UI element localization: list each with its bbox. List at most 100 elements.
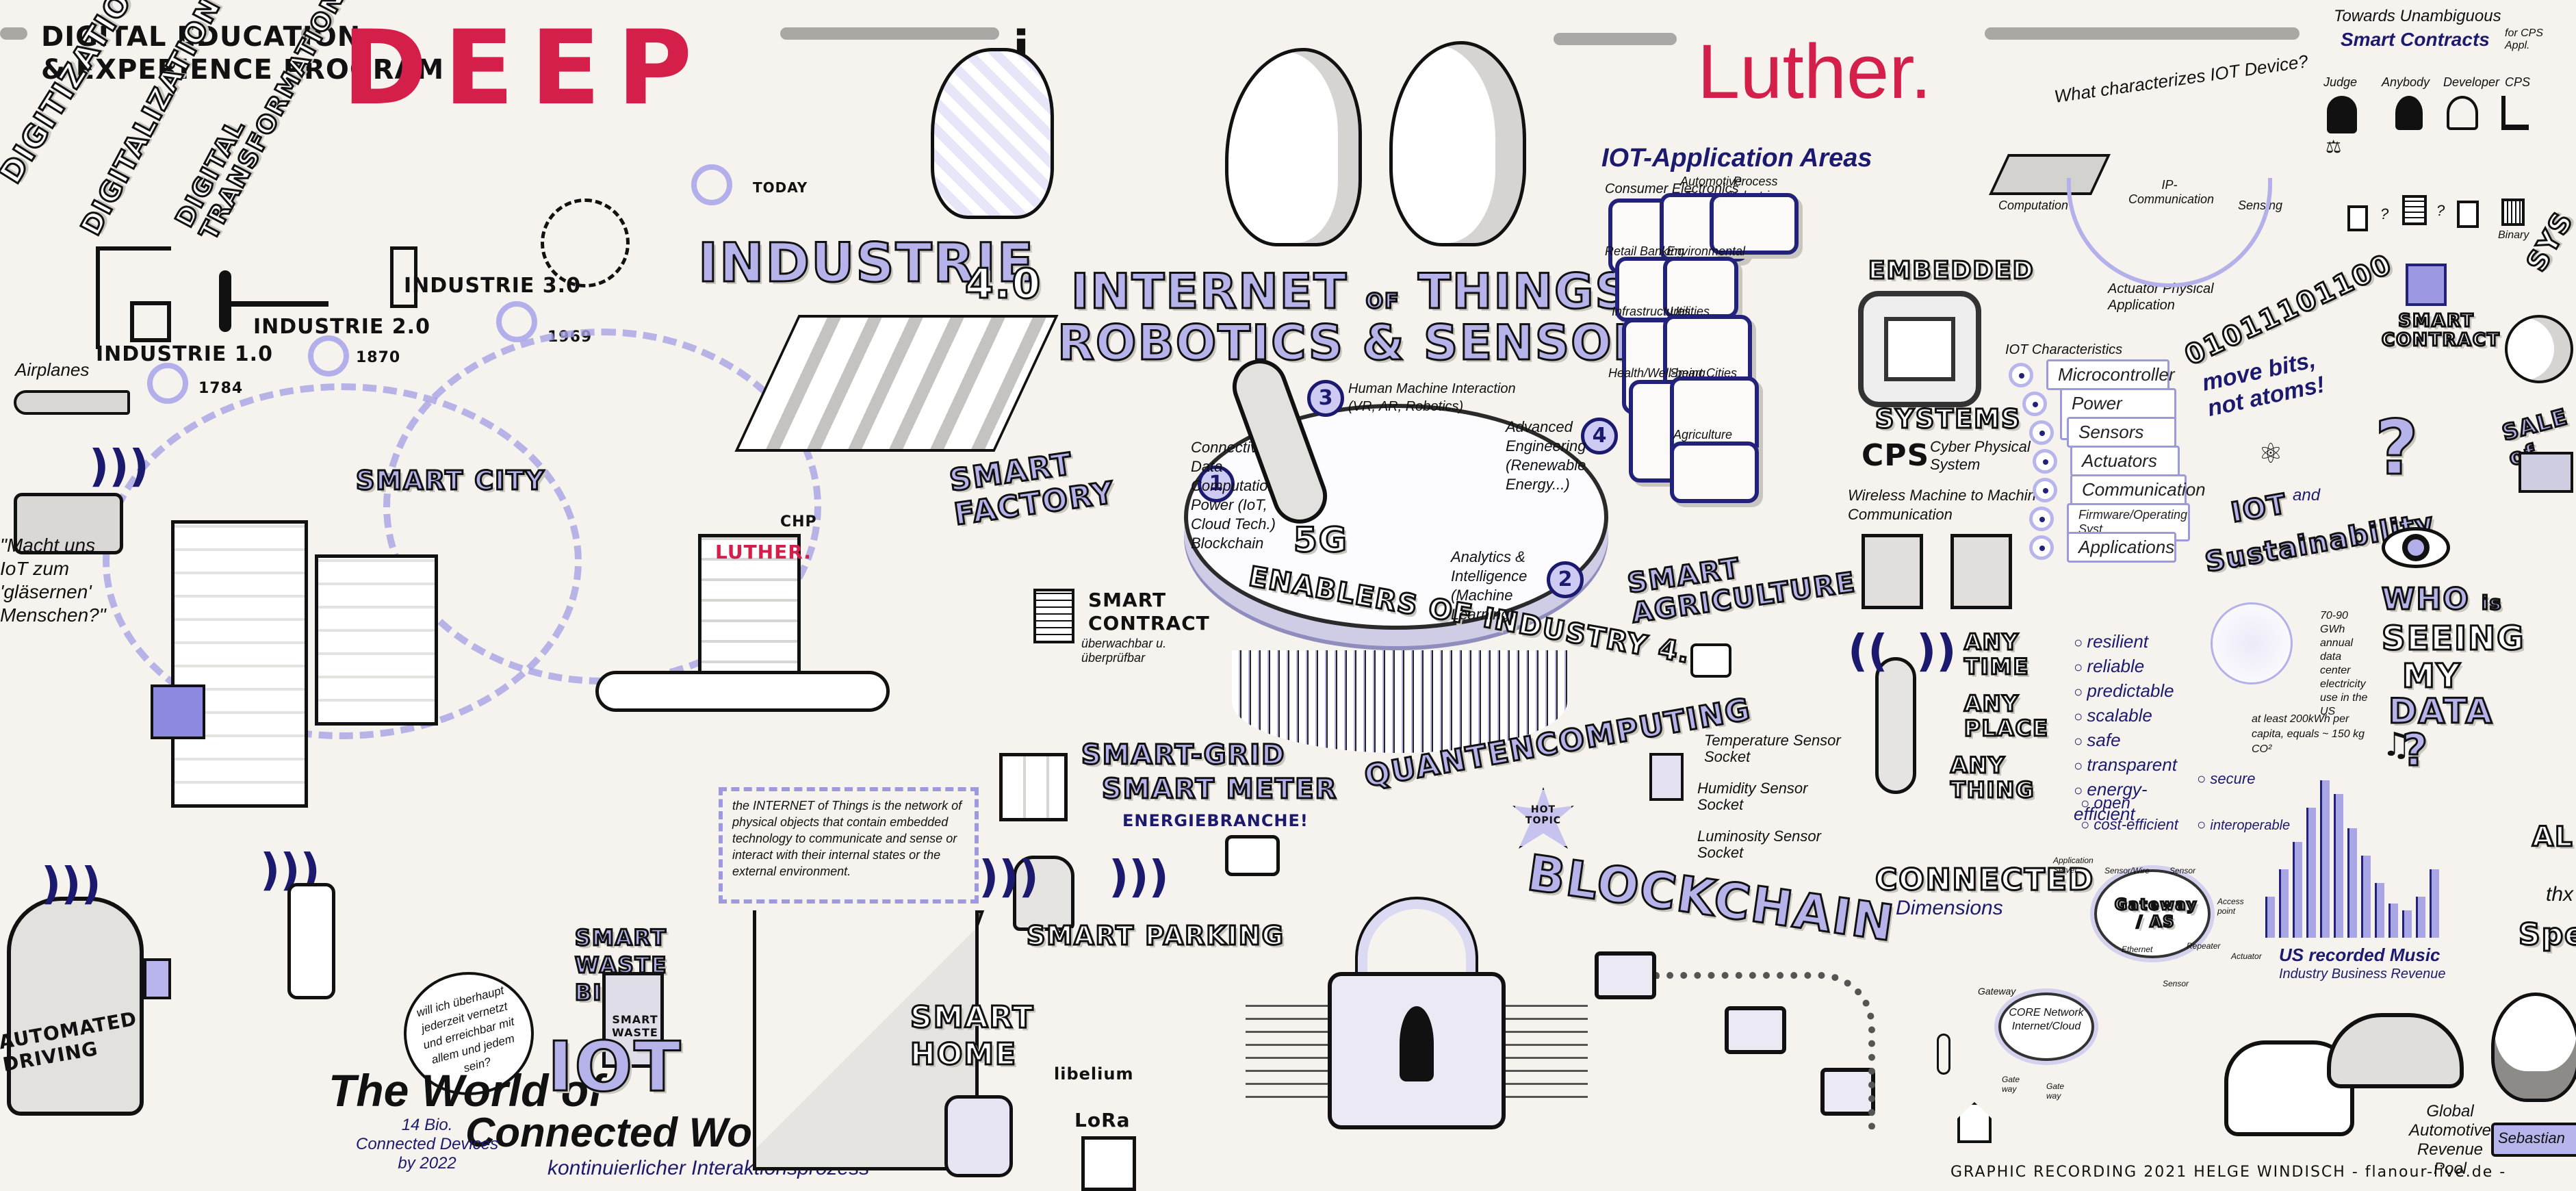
area-tile-agriculture[interactable] [1670, 441, 1759, 503]
crane-icon [96, 246, 171, 349]
question-mark-1: ? [2380, 205, 2389, 222]
woman-profile-icon [1389, 41, 1526, 246]
characteristic-sensors: Sensors [2067, 417, 2176, 448]
header-divider [1985, 27, 2300, 40]
revenue-bar [2347, 828, 2357, 938]
person-icon [2395, 96, 2423, 130]
specification-document-icon [2402, 195, 2427, 225]
smart-waste-label: SMART WASTE [612, 1013, 658, 1039]
sensor-luminosity: Luminosity Sensor Socket [1697, 828, 1821, 861]
code-document-icon [2457, 201, 2479, 228]
ai-robot-head-icon [931, 48, 1054, 219]
train-icon [595, 671, 890, 712]
circuit-traces-icon [1246, 999, 1328, 1109]
device-node-computation: Computation [1998, 198, 2069, 212]
washing-machine-icon [1081, 1136, 1136, 1191]
cps-full-label: Cyber Physical System [1930, 438, 2031, 473]
area-tile-environmental[interactable] [1663, 257, 1738, 318]
quality-secure: secure [2197, 770, 2255, 788]
robot-figure-icon [1875, 657, 1916, 794]
thought-bubble [404, 972, 534, 1095]
characteristic-dot [2033, 478, 2057, 502]
revenue-bar [2361, 856, 2371, 938]
enabler-label-analytics: Analytics & Intelligence (Machine Learni… [1451, 548, 1528, 623]
sensor-humidity: Humidity Sensor Socket [1697, 780, 1808, 813]
surveillance-quote: "Macht uns IoT zum 'gläsernen' Menschen?… [0, 535, 106, 626]
smart-city-title: SMART CITY [355, 465, 545, 497]
systems-partial-title: SYS [2520, 205, 2576, 278]
thx-label: thx [2546, 883, 2574, 906]
parked-car-icon [1013, 856, 1074, 931]
header-divider [0, 27, 27, 40]
revenue-bar [2375, 883, 2384, 938]
devices-stat-line2: Connected Devices [356, 1135, 499, 1153]
lora-label: LoRa [1074, 1109, 1131, 1131]
waste-bin-icon [602, 972, 664, 1068]
speaker-name-badge [2491, 1123, 2576, 1157]
any-place-label: ANY PLACE [1963, 691, 2049, 742]
wifi-signal-icon: (( [1848, 626, 1888, 677]
any-thing-label: ANY THING [1950, 752, 2035, 804]
sensor-temperature: Temperature Sensor Socket [1704, 732, 1841, 765]
network-globe-icon [2211, 602, 2293, 684]
iot-definition: the INTERNET of Things is the network of… [732, 799, 962, 878]
gateway-cloud [2094, 869, 2211, 958]
timeline-label-industrie-1: INDUSTRIE 1.0 [96, 342, 273, 366]
sustainability-title-iot: IOT [2228, 487, 2291, 530]
chp-label: CHP [780, 513, 817, 530]
privacy-is-word: is [2481, 591, 2503, 615]
hospital-building-icon [315, 554, 438, 726]
enabler-label-hmi: Human Machine Interaction (VR, AR, Robot… [1348, 381, 1516, 414]
conveyor-icon [226, 301, 329, 335]
deep-logo: DEEP [342, 9, 709, 128]
revenue-bar [2320, 780, 2330, 938]
privacy-seeing: SEEING [2381, 619, 2525, 659]
music-note-icon: ♫ [2382, 726, 2412, 764]
revenue-bar [2265, 897, 2275, 938]
sports-car-icon [2327, 1013, 2464, 1088]
header-divider [780, 27, 999, 40]
datacenter-stat: 70-90 GWh annual data center electricity… [2320, 610, 2368, 717]
conveyor-circle-icon [308, 335, 349, 376]
area-tile-process-industries[interactable] [1710, 193, 1799, 255]
person-saluting-icon [2505, 315, 2573, 383]
connected-title: CONNECTED [1874, 862, 2095, 899]
area-label-environmental: Environmental [1666, 244, 1746, 258]
application-areas-title: IOT-Application Areas [1601, 144, 1872, 172]
automotive-line1: Global [2426, 1102, 2474, 1120]
industrie-title: INDUSTRIE [697, 232, 1035, 296]
characteristic-microcontroller: Microcontroller [2046, 359, 2175, 390]
network-label-ethernet: Ethernet [2122, 945, 2153, 954]
smart-contract-center-sub: überwachbar u. überprüfbar [1081, 637, 1167, 665]
quality-cost-efficient: cost-efficient [2081, 816, 2178, 834]
iot-title-things: THINGS, [1417, 263, 1651, 321]
circuit-traces-icon [1506, 999, 1588, 1109]
keyhole-icon [1400, 1006, 1434, 1081]
music-revenue-bars [2265, 719, 2457, 938]
revenue-bar [2388, 904, 2398, 938]
network-label-gateway: Gateway [1978, 986, 2016, 997]
actor-developer-label: Developer [2443, 75, 2500, 89]
network-label-actuator: Actuator [2231, 951, 2262, 961]
legal-document-icon [2347, 205, 2368, 231]
wifi-signal-icon: )) [1916, 626, 1957, 677]
network-label-app-server: Application Server [2053, 856, 2094, 875]
chip-icon [496, 301, 537, 342]
contracts-title-line2: Smart Contracts [2341, 29, 2490, 50]
skyscraper-icon [171, 520, 308, 808]
security-camera-icon [14, 493, 123, 554]
music-chart-title-line1: US recorded Music [2279, 945, 2440, 965]
wifi-icon [691, 164, 732, 205]
privacy-who-word: WHO [2381, 581, 2470, 618]
core-network-label: CORE Network Internet/Cloud [2009, 1007, 2084, 1032]
timeline-label-today: TODAY [753, 179, 808, 196]
furnace-icon [130, 301, 171, 342]
chained-padlock-icon [1725, 1006, 1786, 1054]
iot-title-of: OF [1365, 289, 1400, 315]
characteristic-dot [2033, 449, 2057, 474]
program-title: DIGITAL EDUCATION & EXPERIENCE PROGRAM [41, 21, 444, 86]
robot-arm-icon [390, 246, 417, 308]
tractor-icon [1690, 643, 1731, 678]
characteristic-communication: Communication [2070, 474, 2206, 505]
